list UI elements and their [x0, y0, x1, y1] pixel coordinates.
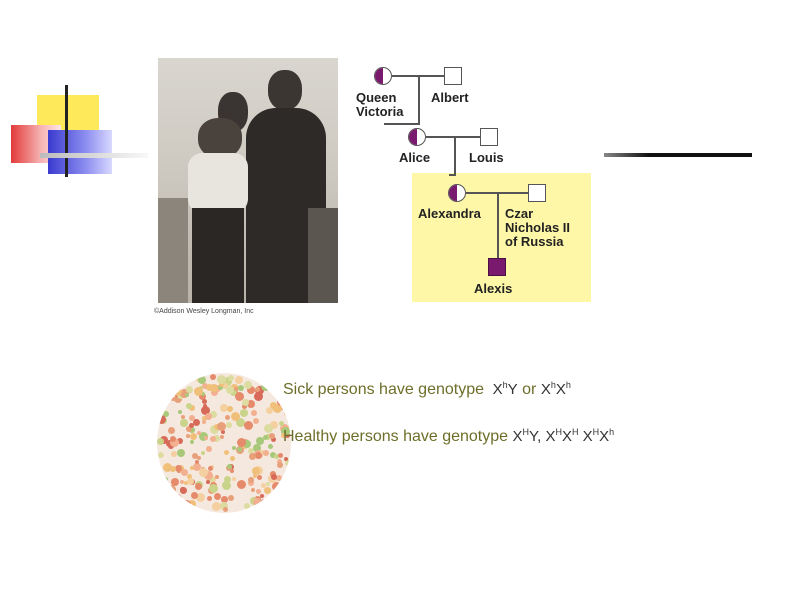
or-text: or [522, 381, 537, 398]
queen-victoria-symbol [374, 67, 392, 85]
label-queen-victoria: Queen Victoria [356, 90, 404, 119]
label-czar: Czar Nicholas II of Russia [505, 206, 571, 249]
romanov-family-photo [158, 58, 338, 303]
albert-symbol [444, 67, 462, 85]
alexandra-symbol [448, 184, 466, 202]
descent-line-3 [497, 193, 499, 259]
ishihara-plate-image [157, 373, 291, 513]
alexis-symbol [488, 258, 506, 276]
label-albert: Albert [431, 90, 469, 105]
decor-title-bar [604, 153, 752, 157]
healthy-genotypes: XHY, XHXH XHXh [512, 427, 615, 445]
sick-text: Sick persons have genotype [283, 381, 485, 398]
decor-fade-line [40, 153, 160, 158]
link-line-2 [449, 174, 456, 176]
label-alice: Alice [399, 150, 431, 165]
alice-symbol [408, 128, 426, 146]
label-alexandra: Alexandra [418, 206, 481, 221]
link-line-1 [384, 123, 420, 125]
healthy-genotype-line: Healthy persons have genotype XHY, XHXH … [283, 427, 614, 446]
label-alexis: Alexis [474, 281, 513, 296]
decor-yellow-block [37, 95, 99, 130]
label-louis: Louis [469, 150, 504, 165]
descent-line-1 [418, 76, 420, 124]
sick-genotype-2: XhXh [540, 380, 571, 398]
descent-line-2 [454, 137, 456, 175]
healthy-text: Healthy persons have genotype [283, 428, 509, 445]
copyright-note: ©Addison Wesley Longman, Inc [154, 308, 254, 315]
sick-genotype-line: Sick persons have genotype XhY or XhXh [283, 380, 571, 399]
decor-blue-block [48, 130, 112, 174]
louis-symbol [480, 128, 498, 146]
marriage-line-2 [426, 136, 480, 138]
pedigree-figure: ©Addison Wesley Longman, Inc Queen Victo… [148, 42, 600, 326]
highlight-box [412, 173, 591, 302]
czar-symbol [528, 184, 546, 202]
sick-genotype-1: XhY [492, 380, 518, 398]
decor-vertical-line [65, 85, 68, 177]
